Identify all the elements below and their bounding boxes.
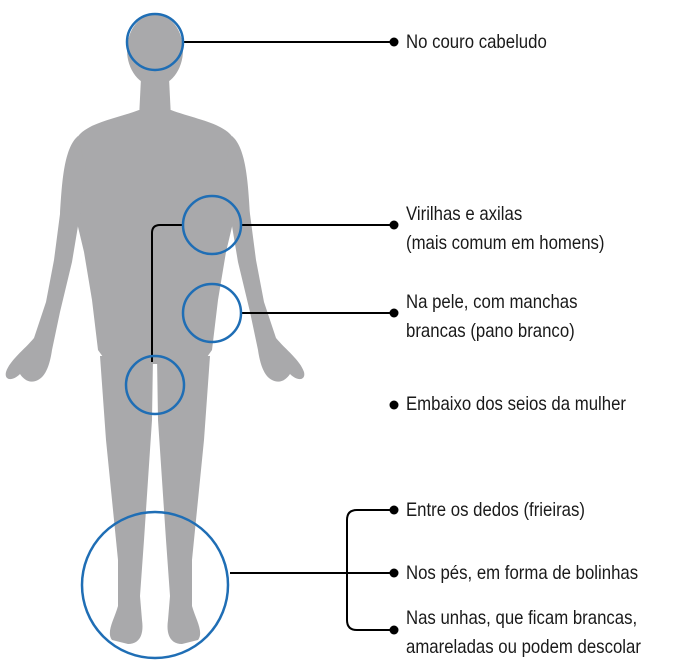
bullet-between-toes	[389, 505, 399, 515]
silhouette-neck	[139, 78, 171, 118]
label-nails: Nas unhas, que ficam brancas, amareladas…	[406, 604, 641, 662]
label-between-toes-line-1: Entre os dedos (frieiras)	[406, 499, 585, 521]
connector-lines	[151, 41, 394, 631]
highlight-circles	[80, 12, 243, 660]
bullet-nails	[389, 625, 399, 635]
bullet-dots	[389, 37, 399, 635]
silhouette-left-arm	[5, 136, 87, 382]
bullet-groin-armpits	[389, 220, 399, 230]
label-groin-armpits-line-1: Virilhas e axilas	[406, 203, 523, 225]
label-nails-line-2: amareladas ou podem descolar	[406, 636, 641, 658]
highlight-circle-groin-armpits	[181, 194, 243, 256]
silhouette-right-leg	[157, 356, 210, 644]
label-skin-patches: Na pele, com manchas brancas (pano branc…	[406, 288, 578, 346]
label-groin-armpits: Virilhas e axilas (mais comum em homens)	[406, 200, 604, 258]
bullet-scalp	[389, 37, 399, 47]
silhouette-head	[127, 14, 183, 86]
silhouette-left-leg	[100, 356, 153, 644]
connector-internal-bracket	[151, 224, 184, 362]
label-scalp-line-1: No couro cabeludo	[406, 31, 547, 53]
highlight-circle-scalp	[125, 12, 185, 72]
bullet-skin-patches	[389, 308, 399, 318]
label-feet-dots-line-1: Nos pés, em forma de bolinhas	[406, 562, 639, 584]
highlight-circle-groin	[124, 354, 186, 416]
label-scalp: No couro cabeludo	[406, 28, 547, 57]
label-groin-armpits-line-2: (mais comum em homens)	[406, 232, 605, 254]
label-under-breasts: Embaixo dos seios da mulher	[406, 390, 626, 419]
human-silhouette	[5, 14, 305, 644]
bullet-under-breasts	[389, 400, 399, 410]
label-between-toes: Entre os dedos (frieiras)	[406, 496, 585, 525]
label-nails-line-1: Nas unhas, que ficam brancas,	[406, 607, 638, 629]
label-under-breasts-line-1: Embaixo dos seios da mulher	[406, 393, 626, 415]
silhouette-right-arm	[224, 136, 305, 382]
label-skin-patches-line-1: Na pele, com manchas	[406, 291, 578, 313]
connector-foot-bracket	[346, 509, 394, 631]
label-skin-patches-line-2: brancas (pano branco)	[406, 320, 575, 342]
label-feet-dots: Nos pés, em forma de bolinhas	[406, 559, 638, 588]
highlight-circle-feet	[80, 510, 230, 660]
highlight-circle-skin-patches	[181, 282, 243, 344]
bullet-feet-dots	[389, 568, 399, 578]
silhouette-torso	[70, 110, 240, 364]
